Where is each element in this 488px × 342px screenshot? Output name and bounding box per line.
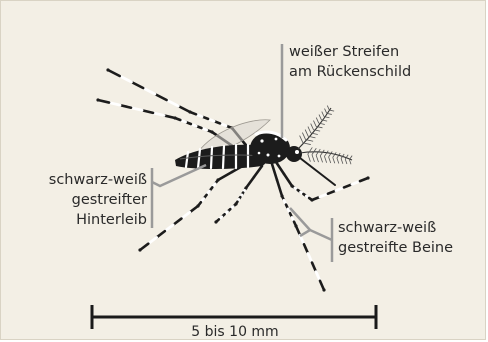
label-abdomen-line2: gestreifter bbox=[49, 190, 147, 210]
label-thorax-stripe-line1: weißer Streifen bbox=[289, 42, 411, 62]
label-thorax-stripe: weißer Streifen am Rückenschild bbox=[289, 42, 411, 82]
proboscis bbox=[300, 158, 335, 185]
scale-label: 5 bis 10 mm bbox=[190, 322, 280, 342]
label-legs-line1: schwarz-weiß bbox=[338, 218, 453, 238]
antenna-hairs bbox=[300, 106, 353, 165]
label-legs-line2: gestreifte Beine bbox=[338, 238, 453, 258]
antennae bbox=[298, 108, 352, 160]
label-abdomen-line3: Hinterleib bbox=[49, 210, 147, 230]
eye bbox=[295, 150, 299, 154]
label-abdomen-line1: schwarz-weiß bbox=[49, 170, 147, 190]
label-abdomen: schwarz-weiß gestreifter Hinterleib bbox=[49, 170, 147, 230]
head bbox=[286, 146, 302, 162]
label-legs: schwarz-weiß gestreifte Beine bbox=[338, 218, 453, 258]
label-thorax-stripe-line2: am Rückenschild bbox=[289, 62, 411, 82]
